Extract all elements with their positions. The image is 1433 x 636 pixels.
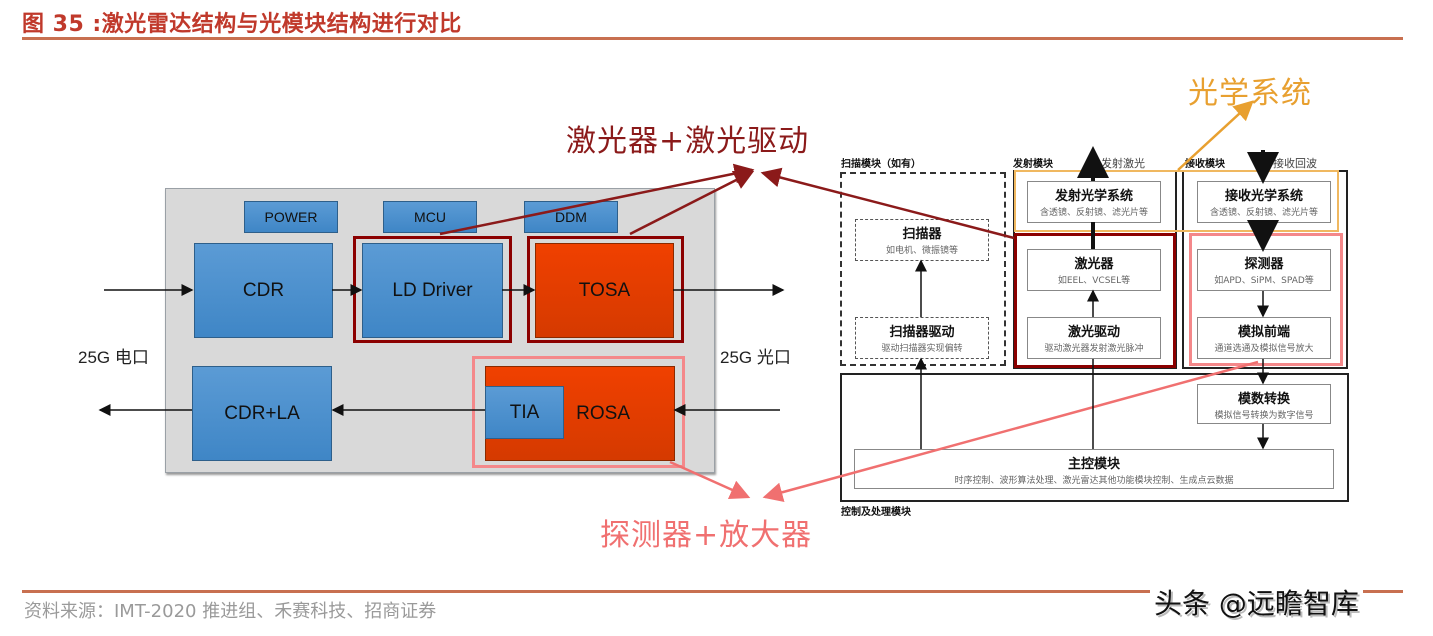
laser-driver-desc: 驱动激光器发射激光脉冲 — [1044, 344, 1144, 354]
detector-desc: 如APD、SiPM、SPAD等 — [1214, 276, 1314, 286]
detector-title: 探测器 — [1244, 257, 1284, 272]
figure-title: 图 35 :激光雷达结构与光模块结构进行对比 — [22, 12, 462, 37]
rosa-label: ROSA — [576, 402, 630, 424]
laser-driver-title: 激光驱动 — [1067, 325, 1120, 340]
power-block: POWER — [244, 201, 338, 233]
tx-out-label: 发射激光 — [1101, 157, 1145, 170]
rx-in-label: 接收回波 — [1273, 157, 1317, 170]
laser-box: 激光器 如EEL、VCSEL等 — [1027, 249, 1161, 291]
adc-box: 模数转换 模拟信号转换为数字信号 — [1197, 384, 1331, 424]
tosa-block: TOSA — [535, 243, 674, 338]
scanner-driver-desc: 驱动扫描器实现偏转 — [881, 344, 963, 354]
detector-callout-line-2 — [762, 360, 1259, 503]
ddm-block: DDM — [524, 201, 618, 233]
detector-callout-line-1 — [669, 460, 751, 499]
laser-title: 激光器 — [1074, 257, 1114, 272]
afe-box: 模拟前端 通道选通及模拟信号放大 — [1197, 317, 1331, 359]
afe-desc: 通道选通及模拟信号放大 — [1214, 344, 1314, 354]
rx-module-label: 接收模块 — [1185, 159, 1225, 170]
watermark: 头条 @远瞻智库 — [1150, 582, 1363, 622]
cdr-la-block: CDR+LA — [192, 366, 332, 461]
rx-optics-title: 接收光学系统 — [1224, 189, 1303, 204]
detector-box: 探测器 如APD、SiPM、SPAD等 — [1197, 249, 1331, 291]
laser-driver-box: 激光驱动 驱动激光器发射激光脉冲 — [1027, 317, 1161, 359]
footer-divider — [22, 590, 1403, 593]
tia-block: TIA — [485, 386, 564, 439]
scanner-driver-box: 扫描器驱动 驱动扫描器实现偏转 — [855, 317, 989, 359]
laser-callout: 激光器+激光驱动 — [566, 124, 810, 159]
scanner-title: 扫描器 — [902, 227, 942, 242]
laser-desc: 如EEL、VCSEL等 — [1057, 276, 1131, 286]
detector-callout: 探测器+放大器 — [600, 518, 813, 553]
main-control-desc: 时序控制、波形算法处理、激光雷达其他功能模块控制、生成点云数据 — [954, 476, 1234, 486]
optics-highlight-frame — [1014, 170, 1339, 232]
cdr-block: CDR — [194, 243, 333, 338]
afe-title: 模拟前端 — [1237, 325, 1290, 340]
scanner-desc: 如电机、微振镜等 — [885, 246, 958, 256]
laser-callout-line-1 — [439, 163, 755, 236]
main-control-title: 主控模块 — [1067, 457, 1120, 472]
scanner-driver-title: 扫描器驱动 — [889, 325, 955, 340]
title-divider — [22, 37, 1403, 40]
tx-module-label: 发射模块 — [1013, 159, 1053, 170]
main-control-box: 主控模块 时序控制、波形算法处理、激光雷达其他功能模块控制、生成点云数据 — [854, 449, 1334, 489]
optical-port-label: 25G 光口 — [720, 348, 791, 367]
optics-callout-line — [1177, 100, 1254, 171]
control-module-label: 控制及处理模块 — [841, 507, 911, 518]
electrical-port-label: 25G 电口 — [78, 348, 149, 367]
laser-callout-line-2 — [629, 170, 755, 236]
tx-optics-desc: 含透镜、反射镜、滤光片等 — [1039, 208, 1148, 218]
adc-title: 模数转换 — [1237, 392, 1290, 407]
ld-driver-block: LD Driver — [362, 243, 503, 338]
laser-callout-line-3 — [760, 167, 1015, 240]
control-module-frame — [840, 373, 1349, 502]
source-note: 资料来源：IMT-2020 推进组、禾赛科技、招商证券 — [24, 601, 437, 622]
adc-desc: 模拟信号转换为数字信号 — [1214, 411, 1314, 421]
rx-optics-desc: 含透镜、反射镜、滤光片等 — [1209, 208, 1318, 218]
tx-optics-title: 发射光学系统 — [1054, 189, 1133, 204]
tx-optics-box: 发射光学系统 含透镜、反射镜、滤光片等 — [1027, 181, 1161, 223]
scan-module-label: 扫描模块（如有） — [841, 159, 921, 170]
mcu-block: MCU — [383, 201, 477, 233]
